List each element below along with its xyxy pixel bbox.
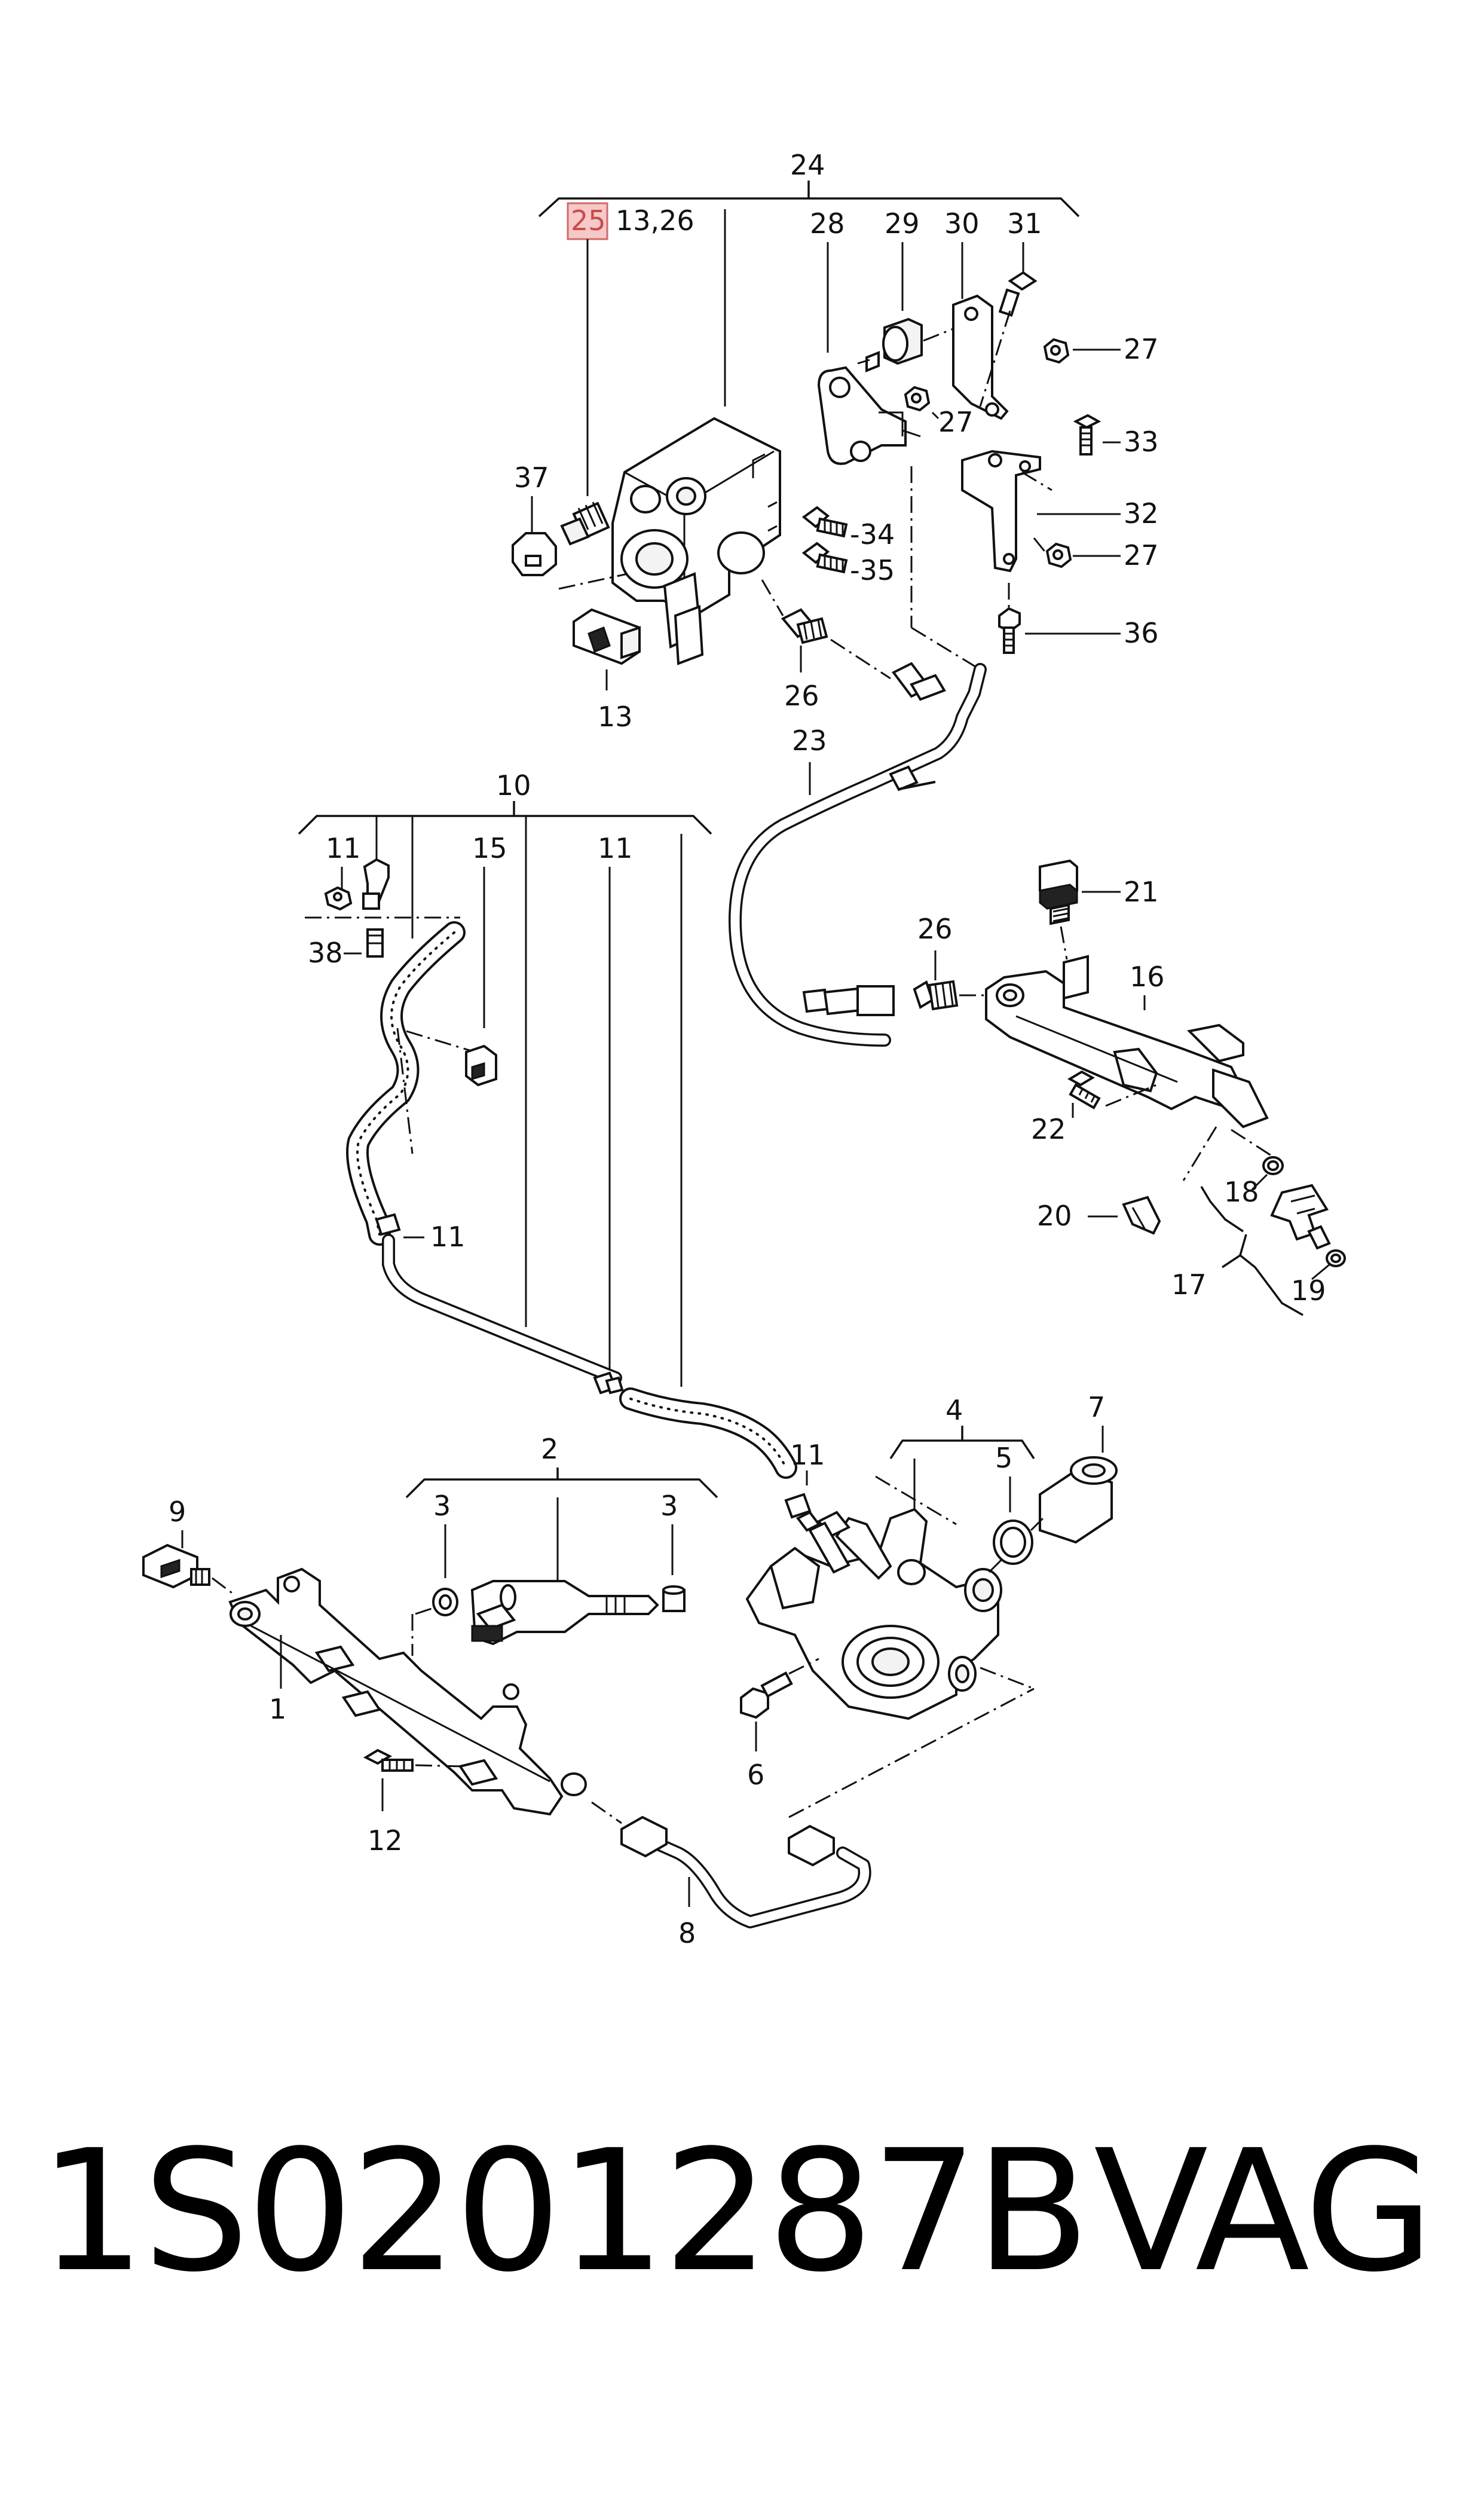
part-32-bracket	[961, 450, 1041, 573]
part-13-sensor	[573, 608, 641, 665]
part-8-pipe	[620, 1815, 871, 1928]
part-pump-inlet-fitting	[795, 1511, 850, 1574]
part-16-fuel-rail	[985, 955, 1269, 1129]
label-3a: 3	[433, 1490, 451, 1522]
part-27-nut-b	[904, 386, 931, 412]
label-11c: 11	[430, 1221, 466, 1253]
label-8: 8	[678, 1917, 696, 1949]
part-38-connector	[366, 928, 384, 958]
group-2-bracket: 2	[405, 1433, 718, 1499]
label-20: 20	[1037, 1200, 1072, 1232]
label-26a: 26	[784, 680, 819, 712]
label-2: 2	[541, 1433, 558, 1465]
part-3-seal-left	[432, 1588, 458, 1616]
part-31-bolt	[998, 271, 1038, 317]
label-5: 5	[995, 1442, 1012, 1474]
label-17: 17	[1171, 1268, 1207, 1301]
label-4: 4	[946, 1394, 963, 1426]
part-6-bolt	[740, 1671, 793, 1719]
label-29: 29	[885, 207, 920, 240]
part-20-clip	[1122, 1196, 1161, 1235]
part-36-bolt	[998, 607, 1021, 654]
part-25-sensor	[560, 502, 610, 546]
label-18: 18	[1224, 1176, 1259, 1208]
part-34-bolt	[801, 506, 848, 538]
label-22: 22	[1031, 1113, 1066, 1145]
label-36: 36	[1124, 617, 1159, 649]
label-31: 31	[1007, 207, 1042, 240]
part-17-injector	[1270, 1184, 1331, 1250]
label-32: 32	[1124, 497, 1159, 530]
label-21: 21	[1124, 876, 1159, 908]
part-21-pressure-sensor	[1039, 859, 1078, 925]
part-5-o-ring	[993, 1520, 1033, 1565]
part-1-fuel-rail	[228, 1567, 587, 1816]
part-26-union-top	[781, 608, 828, 644]
brand-name: VAG	[1094, 2114, 1434, 2309]
label-23: 23	[792, 724, 827, 757]
group-24-bracket: 24	[538, 149, 1080, 218]
bracket-17	[1200, 1186, 1304, 1316]
part-27-nut-a	[1043, 338, 1070, 364]
label-7: 7	[1088, 1391, 1105, 1423]
part-2-injector	[470, 1580, 659, 1646]
label-27a: 27	[1124, 333, 1159, 365]
label-27b: 27	[938, 406, 974, 438]
part-27-nut-c	[1045, 542, 1072, 568]
part-35-bolt	[801, 542, 848, 574]
part-7-cap	[1039, 1456, 1118, 1544]
label-13: 13	[598, 701, 633, 733]
label-30: 30	[944, 207, 980, 240]
part-28-plate	[817, 366, 921, 465]
label-35: -35	[850, 554, 895, 586]
label-19: 19	[1291, 1274, 1326, 1307]
part-elbow-connector	[362, 858, 390, 910]
part-10-pipe	[382, 1234, 624, 1395]
label-11a: 11	[326, 832, 361, 864]
label-9: 9	[169, 1496, 186, 1528]
label-6: 6	[747, 1759, 764, 1791]
part-18-o-ring	[1262, 1156, 1284, 1175]
label-25-highlight[interactable]: 25	[567, 202, 608, 240]
label-37: 37	[514, 461, 549, 494]
part-37-cap	[512, 532, 557, 576]
label-34: -34	[850, 518, 895, 551]
part-3-seal-right	[662, 1585, 686, 1612]
part-10-hose-lower	[619, 1387, 797, 1479]
label-38: 38	[308, 937, 343, 969]
part-23-fuel-line	[729, 662, 987, 1047]
group-10-bracket: 10	[298, 769, 712, 835]
part-29-damper	[857, 317, 923, 372]
label-26b: 26	[917, 913, 953, 945]
label-27c: 27	[1124, 539, 1159, 571]
part-pump-housing	[611, 417, 781, 665]
label-3b: 3	[660, 1490, 678, 1522]
part-12-bolt	[363, 1748, 414, 1772]
label-12: 12	[368, 1824, 403, 1857]
label-16: 16	[1130, 961, 1165, 993]
group-4-bracket: 4	[889, 1394, 1035, 1459]
part-11-clip-left	[375, 1213, 401, 1236]
part-11-clip-top	[324, 886, 353, 911]
part-number: 1S0201287B	[39, 2114, 1090, 2309]
part-30-bracket	[952, 294, 1009, 420]
label-28: 28	[810, 207, 845, 240]
label-15: 15	[472, 832, 507, 864]
label-10: 10	[496, 769, 531, 802]
part-9-sensor	[142, 1543, 210, 1589]
part-33-bolt	[1073, 414, 1101, 455]
label-25[interactable]: 25	[571, 204, 606, 237]
label-24: 24	[790, 149, 825, 181]
part-15-clip	[465, 1044, 497, 1087]
part-22-bolt	[1067, 1070, 1101, 1109]
part-26-union-mid	[913, 980, 959, 1011]
part-10-hose	[346, 921, 466, 1246]
label-33: 33	[1124, 426, 1159, 458]
part-19-o-ring	[1326, 1249, 1346, 1267]
label-11b: 11	[598, 832, 633, 864]
label-1: 1	[269, 1693, 286, 1725]
label-11d: 11	[790, 1439, 825, 1471]
label-13-26: 13,26	[616, 204, 694, 237]
